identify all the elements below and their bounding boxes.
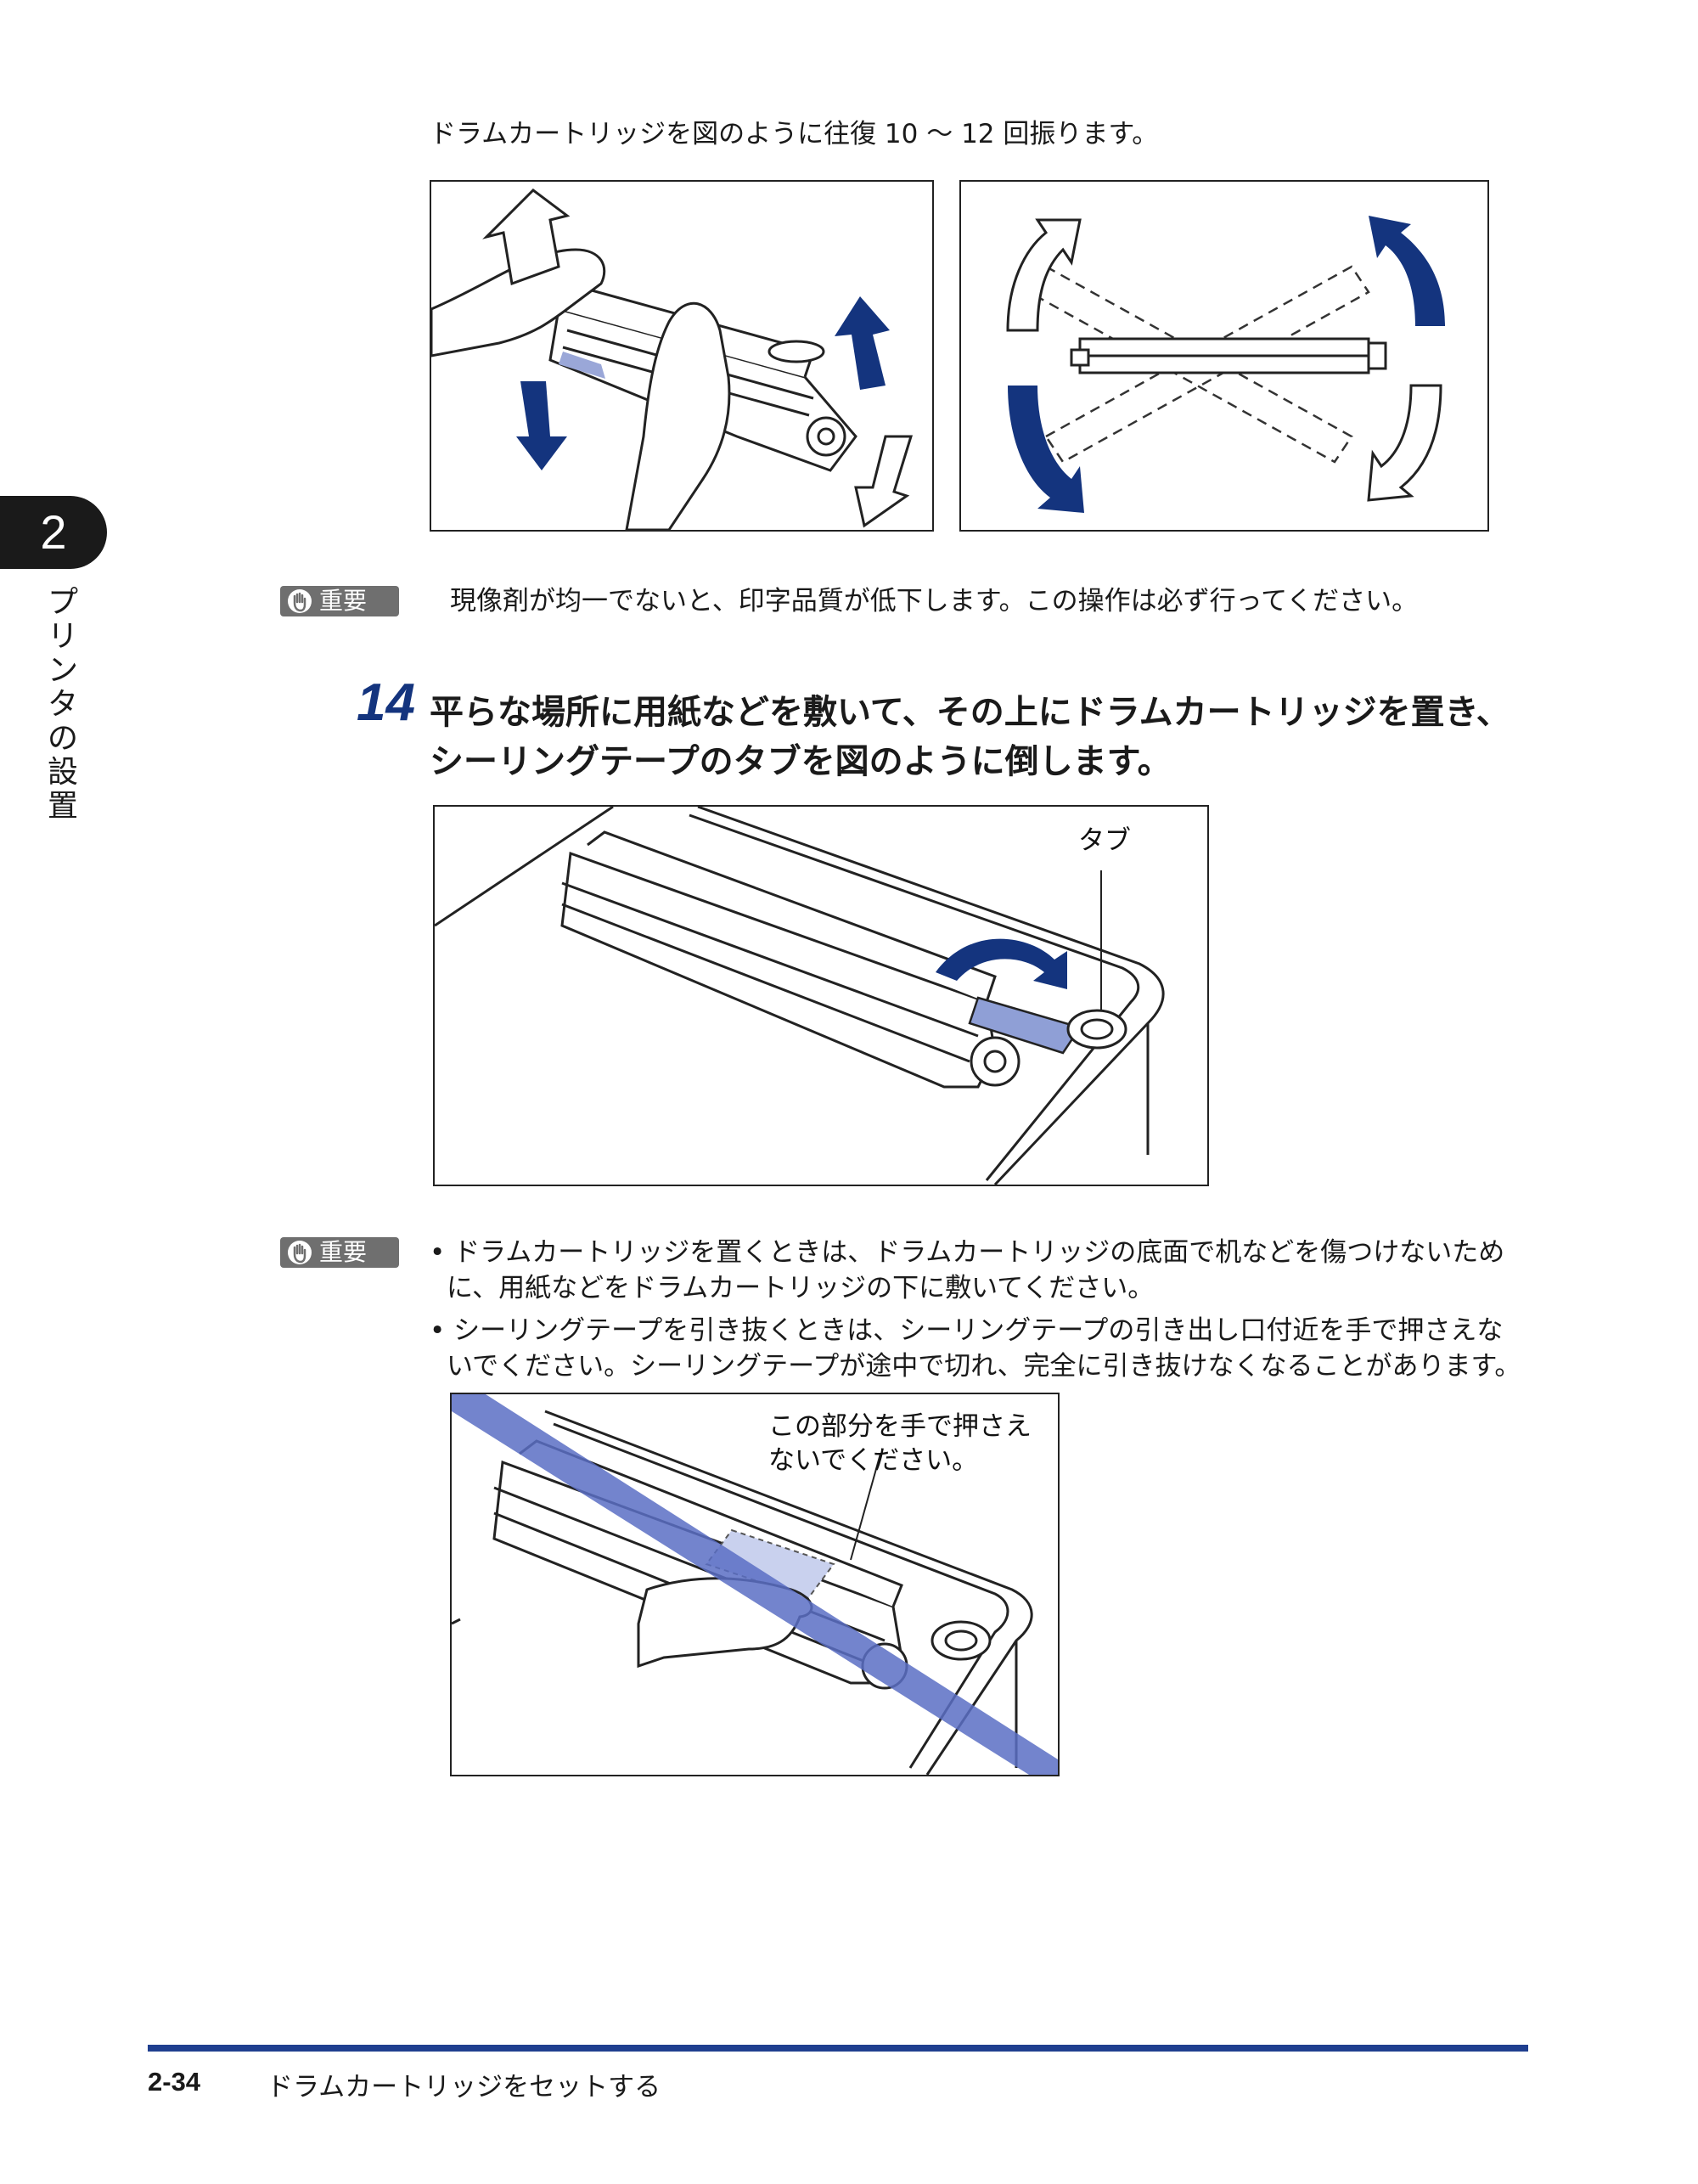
important-badge-2: 重要 bbox=[280, 1237, 399, 1268]
chapter-number-tab: 2 bbox=[0, 496, 107, 569]
bullet-2-line-2: いでください。シーリングテープが途中で切れ、完全に引き抜けなくなることがあります… bbox=[447, 1351, 1521, 1382]
press-callout-line-2: ないでください。 bbox=[768, 1445, 979, 1476]
figure-shake-hands bbox=[430, 180, 934, 532]
chapter-title-vertical: プリンタの設置 bbox=[47, 585, 78, 824]
step-text-line-1: 平らな場所に用紙などを敷いて、その上にドラムカートリッジを置き、 bbox=[430, 693, 1510, 732]
intro-text: ドラムカートリッジを図のように往復 10 ～ 12 回振ります。 bbox=[430, 119, 1159, 149]
press-callout-line-1: この部分を手で押さえ bbox=[768, 1411, 1032, 1442]
figure-shake-hands-drawing bbox=[431, 189, 914, 530]
important-note-1: 現像剤が均一でないと、印字品質が低下します。この操作は必ず行ってください。 bbox=[450, 586, 1419, 616]
figure-sealing-tab bbox=[433, 805, 1209, 1186]
footer-rule bbox=[148, 2045, 1528, 2052]
hand-stop-icon bbox=[288, 1241, 312, 1264]
figure-do-not-press-drawing bbox=[452, 1394, 1058, 1775]
bullet-2-line-1: • シーリングテープを引き抜くときは、シーリングテープの引き出し口付近を手で押さ… bbox=[430, 1315, 1504, 1346]
bullet-1-text: ドラムカートリッジを置くときは、ドラムカートリッジの底面で机などを傷つけないため bbox=[453, 1237, 1505, 1268]
hand-stop-icon bbox=[288, 589, 312, 613]
step-text-line-2: シーリングテープのタブを図のように倒します。 bbox=[430, 742, 1172, 781]
bullet-2-text: シーリングテープを引き抜くときは、シーリングテープの引き出し口付近を手で押さえな bbox=[453, 1315, 1504, 1346]
bullet-1-line-1: • ドラムカートリッジを置くときは、ドラムカートリッジの底面で机などを傷つけない… bbox=[430, 1237, 1505, 1268]
footer-section-title: ドラムカートリッジをセットする bbox=[267, 2072, 661, 2102]
important-label: 重要 bbox=[319, 1238, 368, 1266]
important-badge-1: 重要 bbox=[280, 586, 399, 616]
bullet-1-line-2: に、用紙などをドラムカートリッジの下に敷いてください。 bbox=[447, 1273, 1155, 1303]
footer-page-number: 2-34 bbox=[148, 2067, 201, 2097]
step-number: 14 bbox=[357, 673, 415, 732]
tab-callout: タブ bbox=[1078, 825, 1131, 856]
figure-swing-diagram bbox=[959, 180, 1489, 532]
important-label: 重要 bbox=[319, 587, 368, 615]
figure-do-not-press bbox=[450, 1393, 1060, 1776]
figure-sealing-tab-drawing bbox=[435, 807, 1165, 1185]
figure-swing-diagram-drawing bbox=[1006, 216, 1445, 513]
